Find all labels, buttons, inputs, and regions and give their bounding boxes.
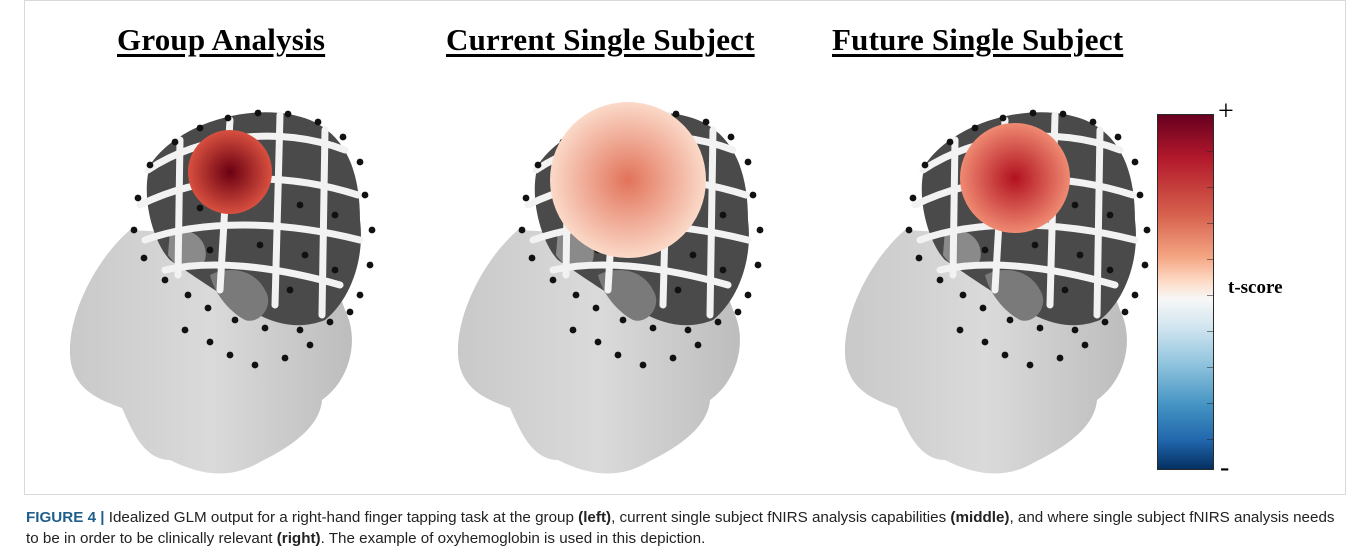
panel-title-group-analysis: Group Analysis (117, 22, 325, 58)
colorbar-tick (1207, 439, 1213, 440)
colorbar-tick (1207, 403, 1213, 404)
colorbar-tick (1207, 331, 1213, 332)
caption-bold-right: (right) (277, 530, 321, 547)
colorbar-tick (1207, 223, 1213, 224)
caption-text-4: . The example of oxyhemoglobin is used i… (321, 530, 706, 547)
head-future-single-subject (835, 80, 1195, 480)
caption-text-1: Idealized GLM output for a right-hand fi… (105, 509, 579, 526)
panel-title-future-single-subject: Future Single Subject (832, 22, 1123, 58)
colorbar-tick (1207, 367, 1213, 368)
head-current-single-subject (448, 80, 808, 480)
caption-text-2: , current single subject fNIRS analysis … (611, 509, 950, 526)
caption-bold-left: (left) (578, 509, 611, 526)
activation-blob-future (960, 123, 1070, 233)
colorbar-t-score-label: t-score (1228, 277, 1283, 299)
colorbar-tick (1207, 295, 1213, 296)
t-score-colorbar (1157, 114, 1214, 470)
caption-bold-middle: (middle) (950, 509, 1009, 526)
colorbar-tick (1207, 151, 1213, 152)
head-group-analysis (60, 80, 420, 480)
activation-blob-current (550, 102, 706, 258)
colorbar-plus-label: + (1218, 96, 1234, 128)
activation-blob-group (188, 130, 272, 214)
figure-caption: FIGURE 4 | Idealized GLM output for a ri… (26, 507, 1336, 549)
colorbar-tick (1207, 259, 1213, 260)
panel-title-current-single-subject: Current Single Subject (446, 22, 755, 58)
colorbar-tick (1207, 187, 1213, 188)
figure-label: FIGURE 4 | (26, 509, 105, 526)
colorbar-minus-label: - (1220, 452, 1229, 484)
